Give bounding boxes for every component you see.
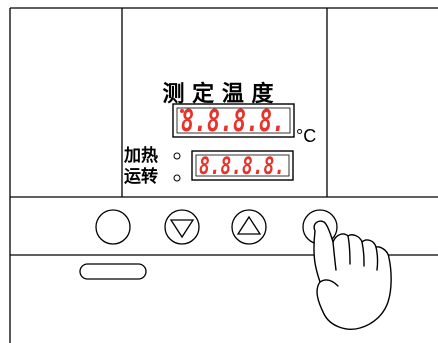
sub-display-value: 8.8.8.8. — [199, 152, 285, 180]
slot-indicator — [79, 263, 147, 280]
unit-label: °C — [296, 126, 316, 146]
triangle-down-icon — [169, 219, 195, 239]
down-button[interactable] — [164, 209, 200, 245]
panel-title: 测 定 温 度 — [163, 81, 275, 107]
main-display-dot — [180, 109, 184, 113]
sub-display: 8.8.8.8. — [191, 150, 294, 181]
heat-label: 加热 — [123, 145, 158, 166]
triangle-up-icon — [236, 215, 262, 235]
up-button[interactable] — [231, 209, 267, 245]
panel-frame — [9, 7, 438, 343]
run-indicator-lamp — [173, 174, 181, 182]
main-display-value: 8.8.8.8. — [181, 104, 285, 139]
heat-indicator-lamp — [173, 152, 181, 160]
pointing-hand-icon — [313, 220, 392, 330]
run-label: 运转 — [124, 166, 158, 187]
main-display: 8.8.8.8. — [172, 103, 295, 139]
blank-button[interactable] — [95, 209, 131, 245]
